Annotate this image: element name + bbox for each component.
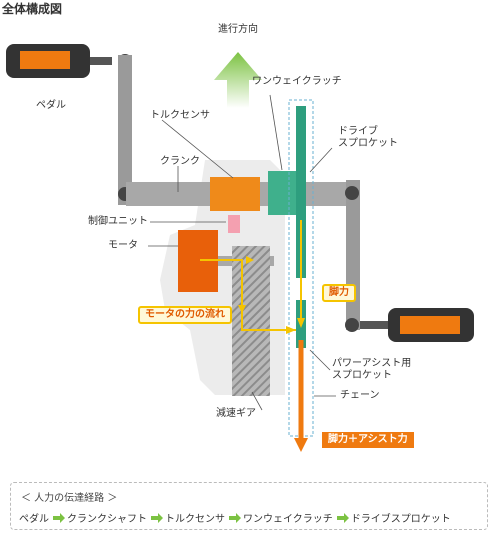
motor-force-flow [200,259,296,331]
one-way-clutch-label: ワンウェイクラッチ [252,76,342,87]
flow-arrowhead-1 [246,256,254,264]
right-arrow-icon [151,512,163,523]
output-arrowhead [294,438,308,452]
motor-label: モータ [108,240,138,251]
power-assist-sprocket-label: パワーアシスト用 スプロケット [332,358,412,381]
system-diagram [6,44,474,452]
flow-arrowhead-3 [286,326,296,334]
left-pedal [6,44,132,78]
reduction-gear [232,246,270,396]
torque-sensor-label: トルクセンサ [150,110,210,121]
page-title: 全体構成図 [2,2,63,16]
control-unit-label: 制御ユニット [88,216,148,227]
leader-lines [148,94,336,411]
up-arrow-icon [214,52,262,108]
route-step-one-way-clutch: ワンウェイクラッチ [243,514,333,525]
right-arrow-icon [53,512,65,523]
drive-sprocket [296,106,306,278]
human-power-route-box: ＜ 人力の伝達経路 ＞ ペダル クランクシャフト トルクセンサ ワンウェイクラッ… [10,482,488,530]
route-step-pedal: ペダル [19,514,49,525]
leg-force-arrowhead [297,318,305,328]
route-steps: ペダル クランクシャフト トルクセンサ ワンウェイクラッチ ドライブスプロケット [19,510,451,525]
route-step-crankshaft: クランクシャフト [67,514,147,525]
pedal-label: ペダル [36,100,66,111]
right-crank-arm [346,180,360,330]
flow-arrowhead-2 [238,305,246,313]
torque-sensor [210,177,260,211]
chain-label: チェーン [340,390,380,401]
crank-label: クランク [160,156,200,167]
route-step-torque-sensor: トルクセンサ [165,514,225,525]
right-arrow-icon [336,512,349,523]
drive-sprocket-label: ドライブ スプロケット [338,126,398,149]
reduction-gear-label: 減速ギア [216,408,256,419]
leg-force-tag: 脚力 [322,284,356,302]
route-step-drive-sprocket: ドライブスプロケット [350,514,451,525]
left-crank-arm [118,55,132,205]
right-pedal [360,308,474,342]
motor-force-flow-tag: モータの力の流れ [138,306,232,324]
right-arrow-icon [229,512,241,523]
direction-label: 進行方向 [218,24,258,35]
route-title: ＜ 人力の伝達経路 ＞ [21,493,118,504]
control-unit [228,215,240,233]
one-way-clutch [268,171,298,215]
leg-plus-assist-tag: 脚力＋アシスト力 [322,432,414,448]
